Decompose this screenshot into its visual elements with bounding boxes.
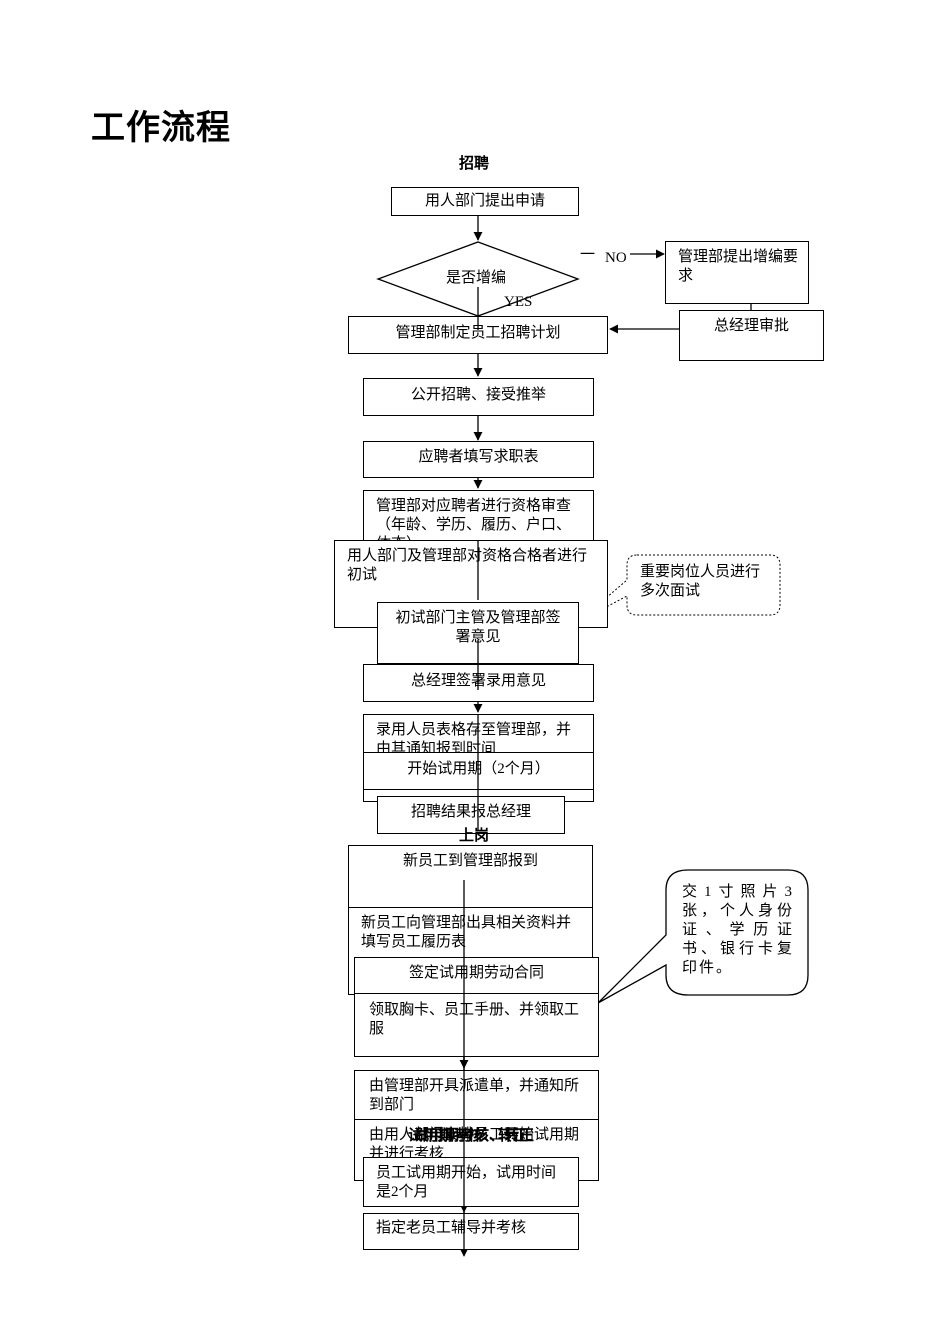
- gm-approve-box: 总经理审批: [679, 310, 824, 361]
- yes-label: YES: [504, 294, 533, 310]
- docs-note-callout: [597, 869, 809, 1004]
- plan-box: 管理部制定员工招聘计划: [348, 316, 608, 354]
- section-recruit-heading: 招聘: [459, 156, 490, 172]
- section-probation-heading: 试用期考核、转正: [408, 1128, 529, 1144]
- no-label: NO: [605, 250, 627, 266]
- receive-items-box: 领取胸卡、员工手册、并领取工服: [354, 993, 599, 1057]
- dispatch-box: 由管理部开具派遣单，并通知所到部门: [354, 1070, 599, 1120]
- apply-box: 用人部门提出申请: [391, 187, 579, 216]
- interview-note-callout: [577, 554, 781, 623]
- section-probation-heading-overlap: 试用期考核、转正: [414, 1128, 535, 1144]
- open-recruit-box: 公开招聘、接受推举: [363, 378, 594, 416]
- mentor-box: 指定老员工辅导并考核: [363, 1213, 579, 1250]
- page-title: 工作流程: [91, 110, 231, 147]
- gm-hire-box: 总经理签署录用意见: [363, 664, 594, 702]
- fill-form-box: 应聘者填写求职表: [363, 441, 594, 478]
- report-gm-box: 招聘结果报总经理: [377, 796, 565, 834]
- interview-note: 重要岗位人员进行多次面试: [640, 564, 761, 599]
- docs-note: 交1寸照片3张，个人身份证、学历证书、银行卡复印件。: [682, 884, 794, 976]
- probation-start-box: 员工试用期开始，试用时间是2个月: [363, 1157, 579, 1207]
- dash-mark: 一: [580, 247, 596, 263]
- decision-label: 是否增编: [446, 270, 507, 286]
- contract-box: 签定试用期劳动合同: [354, 957, 599, 995]
- request-increase-box: 管理部提出增编要求: [665, 241, 809, 304]
- start-probation-box: 开始试用期（2个月）: [363, 752, 594, 790]
- section-onboard-heading: 上岗: [459, 828, 490, 844]
- register-box: 新员工到管理部报到: [348, 845, 593, 909]
- qualify-check-box: 管理部对应聘者进行资格审查（年龄、学历、履历、户口、体态）: [363, 490, 594, 546]
- sign-opinion-box: 初试部门主管及管理部签署意见: [377, 602, 579, 664]
